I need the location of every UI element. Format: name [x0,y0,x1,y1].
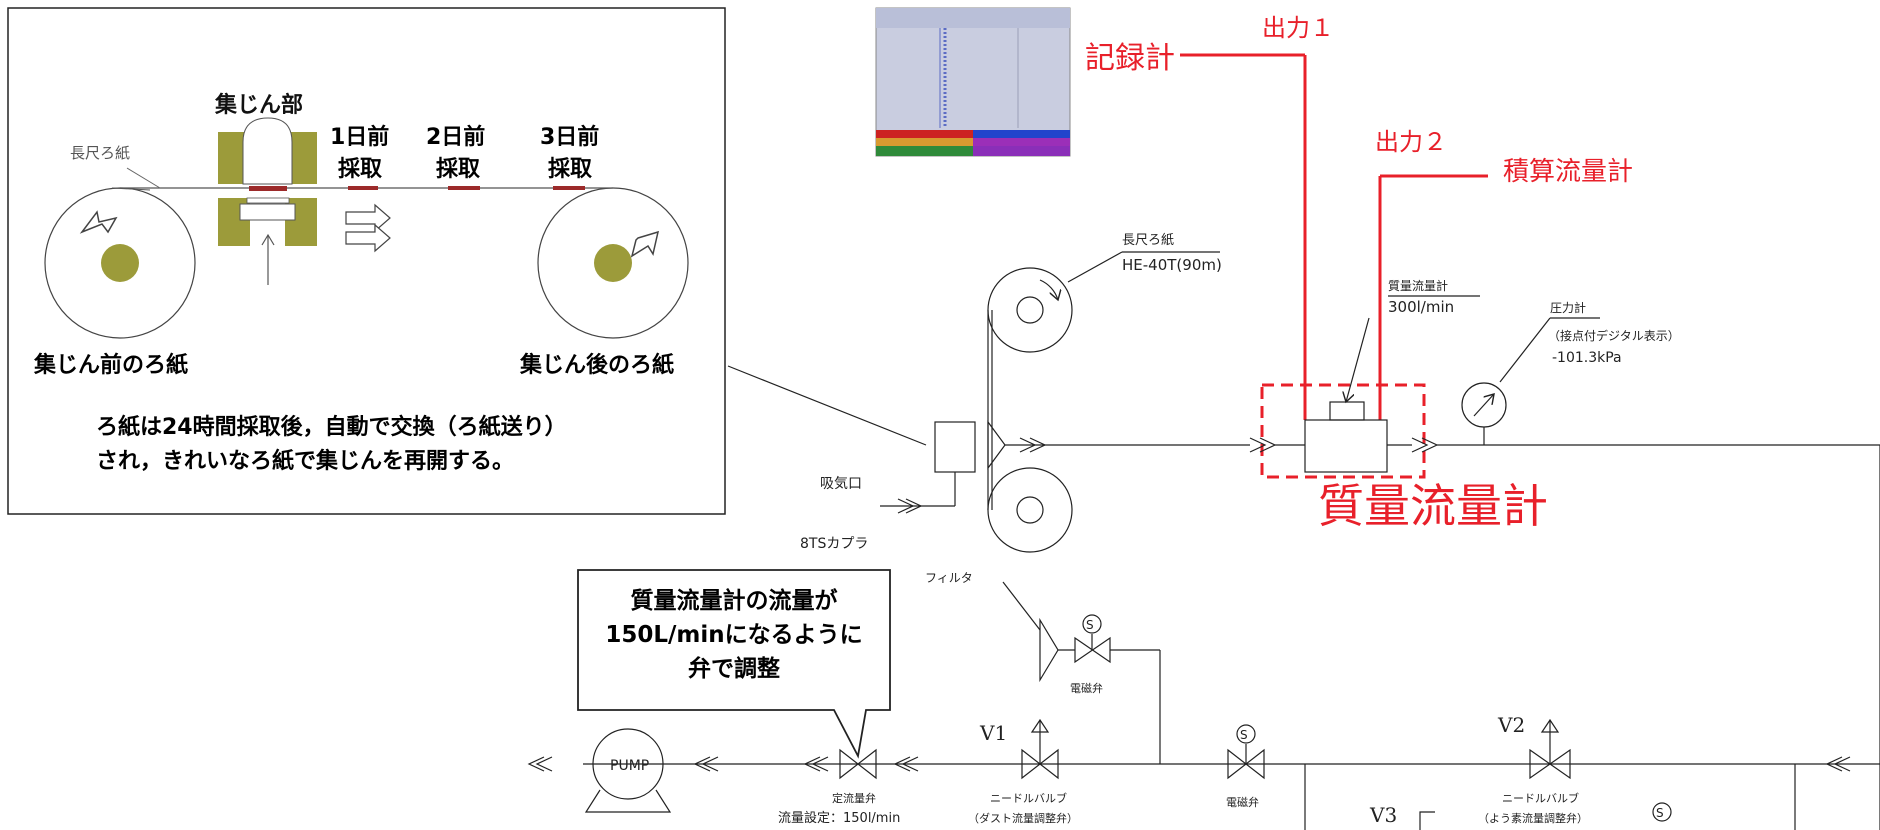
recorder-screen-thumbnail [875,7,1071,157]
mass-flow-meter-body [1304,419,1388,473]
day2-label-line1: 2日前 [426,124,485,150]
day2-label-line2: 採取 [436,157,480,182]
day3-label-line2: 採取 [548,157,592,182]
filter-spot-current [249,186,287,191]
solenoid-valve-1 [1074,636,1111,664]
inset-panel: 長尺ろ紙 集じん部 1日前 採取 2日前 採取 3日前 採取 集じん前のろ紙 集… [7,7,726,515]
s-mark-3: S [1656,806,1664,820]
v1-needle-valve-label: ニードルバルブ [990,791,1067,805]
constant-flow-valve [839,748,877,780]
v2-needle-valve [1529,748,1571,780]
dust-collector-label: 集じん部 [214,92,303,118]
speech-bubble-line1: 質量流量計の流量が [631,587,838,614]
mass-flow-meter-head [1329,401,1365,421]
flow-setting-label: 流量設定：150l/min [778,810,900,826]
pressure-gauge-label: 圧力計 [1550,300,1586,315]
speech-bubble-line3: 弁で調整 [688,655,780,682]
s-mark-1: S [1086,618,1094,632]
mass-flow-big-label: 質量流量計 [1318,479,1548,533]
pressure-value: -101.3kPa [1552,350,1622,366]
mass-flow-schematic-label: 質量流量計 [1388,278,1448,293]
solenoid-valve-2 [1227,748,1265,780]
pump [592,728,664,800]
inset-description-line1: ろ紙は24時間採取後，自動で交換（ろ紙送り） [96,414,567,440]
before-filter-label: 集じん前のろ紙 [33,352,188,378]
day3-label-line1: 3日前 [540,124,599,150]
right-reel-hub [594,244,632,282]
speech-bubble-line2: 150L/minになるように [605,622,862,648]
recorder-label: 記録計 [1085,41,1175,76]
red-callouts: 記録計 出力１ 出力２ 積算流量計 質量流量計 [1085,14,1633,533]
right-reel-rotate-arrow-icon [630,230,660,258]
v1-label: V1 [979,721,1007,745]
pump-label: PUMP [610,758,649,774]
mass-flow-highlight-box [1260,383,1426,479]
filter-spot-day3 [553,186,585,190]
piping-schematic [527,251,1880,830]
output2-label: 出力２ [1375,128,1447,156]
v2-label: V2 [1497,713,1525,737]
v1-needle-valve [1021,748,1059,780]
solenoid-valve-1-label: 電磁弁 [1070,681,1103,695]
schematic-labels: 長尺ろ紙 HE-40T(90m) 質量流量計 300l/min 圧力計 （接点付… [610,233,1680,827]
left-reel-hub [101,244,139,282]
day1-label-line1: 1日前 [330,124,389,150]
feed-arrow-icon-2 [345,223,391,253]
filter-label: フィルタ [925,571,973,585]
constant-flow-valve-label: 定流量弁 [832,791,876,805]
filter-holder [934,421,976,473]
integrator-label: 積算流量計 [1503,157,1633,187]
filter-spot-day1 [348,186,378,190]
filter-spot-day2 [448,186,480,190]
coupler-label: 8TSカプラ [800,536,868,552]
v3-label: V3 [1369,803,1397,827]
output1-label: 出力１ [1262,14,1334,42]
mass-flow-range: 300l/min [1388,298,1454,316]
solenoid-valve-2-label: 電磁弁 [1226,795,1259,809]
v2-needle-valve-label: ニードルバルブ [1502,791,1579,805]
pressure-note: （接点付デジタル表示） [1548,328,1680,343]
left-reel-rotate-arrow-icon [79,210,118,234]
s-mark-2: S [1240,728,1248,742]
long-filter-model: HE-40T(90m) [1122,256,1222,274]
iodine-flow-adjust-label: （よう素流量調整弁） [1478,811,1588,825]
speech-bubble: 質量流量計の流量が 150L/minになるように 弁で調整 [577,569,891,759]
after-filter-label: 集じん後のろ紙 [519,352,674,378]
inset-connector-line [727,365,927,446]
airflow-up-arrow-icon [261,233,275,246]
dust-flow-adjust-label: （ダスト流量調整弁） [968,811,1078,825]
upper-filter-reel [987,267,1073,353]
inset-description-line2: され，きれいなろ紙で集じんを再開する。 [96,448,514,474]
lower-filter-reel [987,467,1073,553]
day1-label-line2: 採取 [338,157,382,182]
long-filter-label: 長尺ろ紙 [70,144,130,162]
long-filter-schematic-label: 長尺ろ紙 [1122,233,1174,248]
intake-label: 吸気口 [820,476,862,492]
feed-arrow-icon [345,203,391,233]
